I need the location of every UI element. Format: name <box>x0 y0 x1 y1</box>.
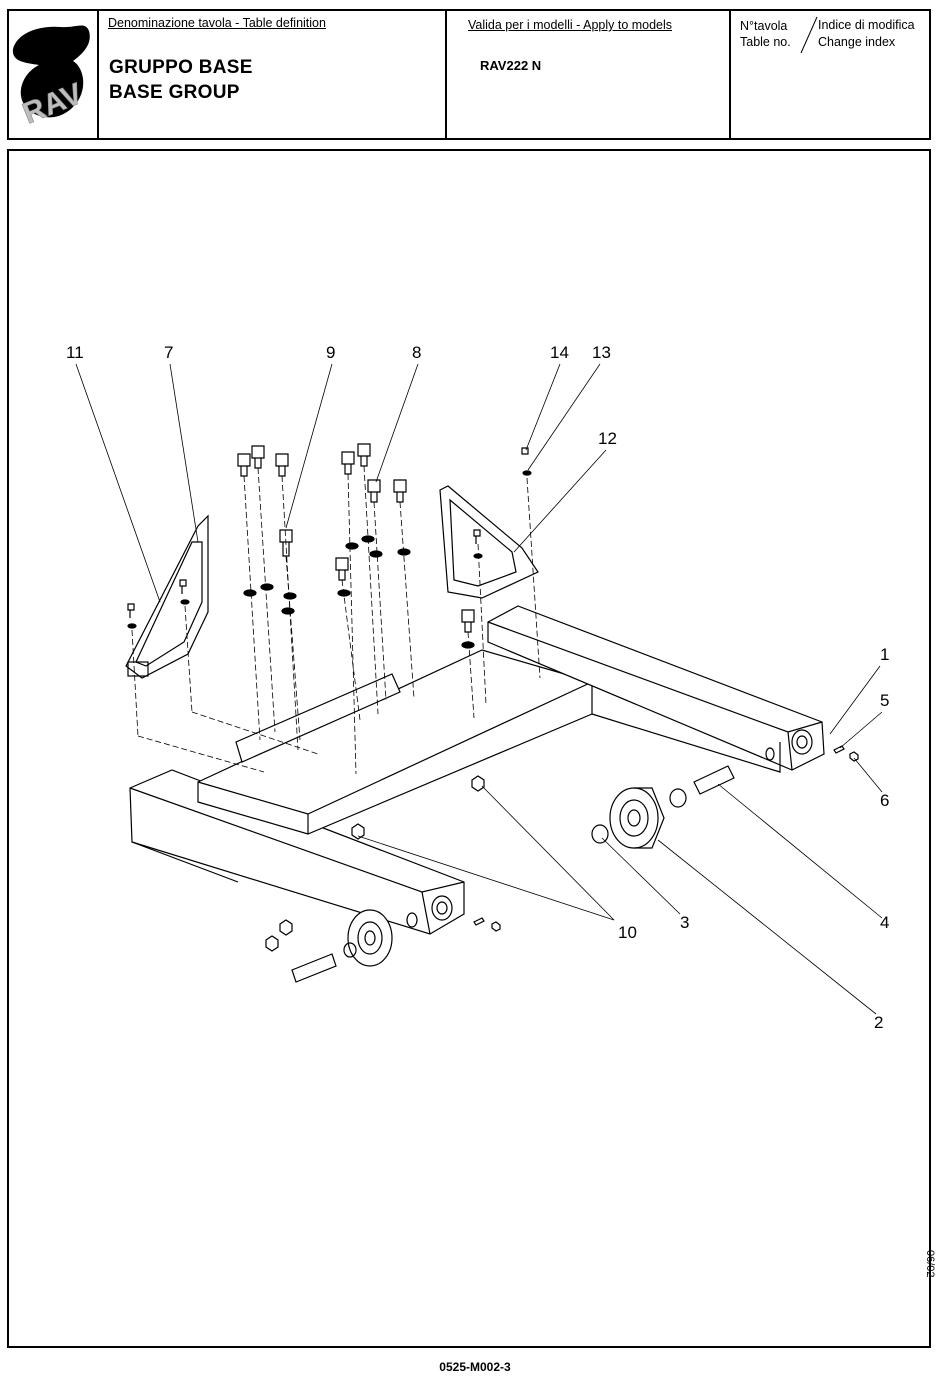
callout-14: 14 <box>550 343 569 362</box>
models-cell: Valida per i modelli - Apply to models R… <box>447 11 731 138</box>
callout-1: 1 <box>880 645 889 664</box>
callout-12: 12 <box>598 429 617 448</box>
rav-logo: RAV <box>9 11 97 138</box>
callout-2: 2 <box>874 1013 883 1032</box>
cross-beam <box>198 650 592 834</box>
wheel-right <box>610 788 664 848</box>
logo-cell: RAV <box>9 11 99 138</box>
callout-6: 6 <box>880 791 889 810</box>
exploded-view-drawing: 11 7 9 8 14 13 12 1 5 6 4 3 10 2 <box>9 151 929 1346</box>
title-block: RAV Denominazione tavola - Table definit… <box>7 9 931 140</box>
callout-9: 9 <box>326 343 335 362</box>
table-no-italian: N°tavola <box>740 19 787 33</box>
drawing-code: 0525-M002-3 <box>0 1360 950 1374</box>
model-name: RAV222 N <box>480 58 541 73</box>
callout-13: 13 <box>592 343 611 362</box>
callout-8: 8 <box>412 343 421 362</box>
callout-11: 11 <box>66 343 84 362</box>
title-italian: GRUPPO BASE <box>109 57 253 79</box>
small-parts <box>474 746 858 931</box>
callout-10: 10 <box>618 923 637 942</box>
wheel-left <box>348 910 392 966</box>
drawing-frame: 11 7 9 8 14 13 12 1 5 6 4 3 10 2 <box>7 149 931 1348</box>
definition-cell: Denominazione tavola - Table definition … <box>99 11 447 138</box>
callout-5: 5 <box>880 691 889 710</box>
models-label: Valida per i modelli - Apply to models <box>468 18 672 32</box>
change-index-english: Change index <box>818 35 895 49</box>
table-number-cell: N°tavola Table no. Indice di modifica Ch… <box>731 11 929 138</box>
definition-label: Denominazione tavola - Table definition <box>108 16 326 30</box>
callout-4: 4 <box>880 913 889 932</box>
callout-7: 7 <box>164 343 173 362</box>
callout-3: 3 <box>680 913 689 932</box>
title-english: BASE GROUP <box>109 82 240 104</box>
table-no-english: Table no. <box>740 35 791 49</box>
change-index-italian: Indice di modifica <box>818 18 915 32</box>
side-date: 06/02 <box>924 1250 936 1278</box>
